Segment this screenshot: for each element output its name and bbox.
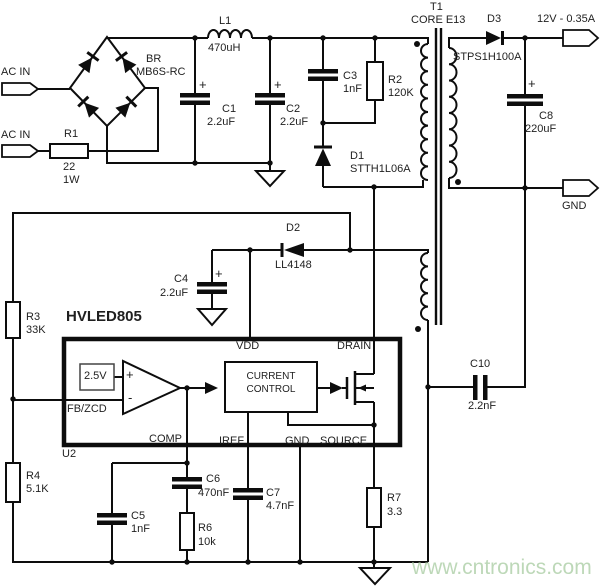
resistor-r1-symbol (49, 143, 89, 159)
wire-negative-rail (106, 126, 271, 171)
ground-symbol-main (357, 567, 393, 586)
junction-dots (10, 35, 528, 565)
diode-d1-symbol (314, 145, 332, 166)
capacitor-c1-symbol (180, 93, 210, 105)
mosfet-symbol (345, 371, 374, 405)
vref-2v5-box (79, 363, 115, 391)
capacitor-c4-symbol (197, 282, 227, 294)
capacitor-c10-symbol (473, 375, 488, 400)
capacitor-c7-symbol (233, 488, 263, 500)
resistor-r6-symbol (179, 512, 195, 551)
resistor-r4-symbol (5, 462, 21, 503)
t1-core (434, 28, 443, 325)
diode-d2-symbol (280, 243, 304, 257)
capacitor-c2-symbol (255, 93, 285, 105)
wire-comp-net (111, 388, 188, 562)
ground-symbol-input (253, 170, 287, 188)
bridge-rectifier (68, 35, 147, 128)
wire-internal-gnd (287, 412, 374, 426)
output-12v-connector (562, 29, 600, 47)
inductor-l1-symbol (207, 29, 253, 39)
bridge-diode-3 (77, 95, 100, 118)
resistor-r3-symbol (5, 301, 21, 339)
wire-snubber (322, 38, 376, 187)
ground-symbol-vdd (195, 308, 229, 327)
resistor-r2-symbol (366, 61, 384, 101)
ac-input-2-connector (1, 144, 40, 158)
t1-secondary-winding (448, 47, 458, 179)
bridge-diamond (68, 35, 147, 128)
signal-arrow-1 (205, 382, 218, 394)
capacitor-c3-symbol (308, 69, 338, 81)
output-gnd-connector (562, 179, 600, 197)
capacitor-c8-symbol (507, 94, 543, 106)
transformer-t1 (414, 28, 461, 332)
t1-aux-winding (420, 252, 429, 321)
resistor-r7-symbol (366, 487, 382, 528)
bridge-diode-4 (115, 95, 138, 118)
diode-d3-symbol (486, 31, 504, 45)
t1-primary-phase-dot (414, 41, 420, 47)
t1-secondary-phase-dot (455, 179, 461, 185)
ic-hvled805-border (61, 336, 403, 448)
ac-input-1-connector (1, 82, 40, 96)
t1-primary-winding (420, 43, 429, 181)
current-control-box (224, 361, 318, 413)
wires (12, 37, 563, 568)
capacitor-c6-symbol (172, 477, 202, 489)
wire-ac-input-2 (38, 87, 159, 152)
error-amp-symbol (122, 359, 183, 416)
signal-arrow-2 (330, 382, 343, 394)
bridge-diode-1 (78, 51, 100, 74)
wire-secondary-net (428, 37, 563, 388)
t1-aux-phase-dot (415, 326, 421, 332)
wire-opamp-io (114, 376, 347, 389)
wire-drain-net (323, 180, 424, 374)
capacitor-c5-symbol (97, 513, 127, 525)
bridge-diode-2 (114, 51, 137, 74)
